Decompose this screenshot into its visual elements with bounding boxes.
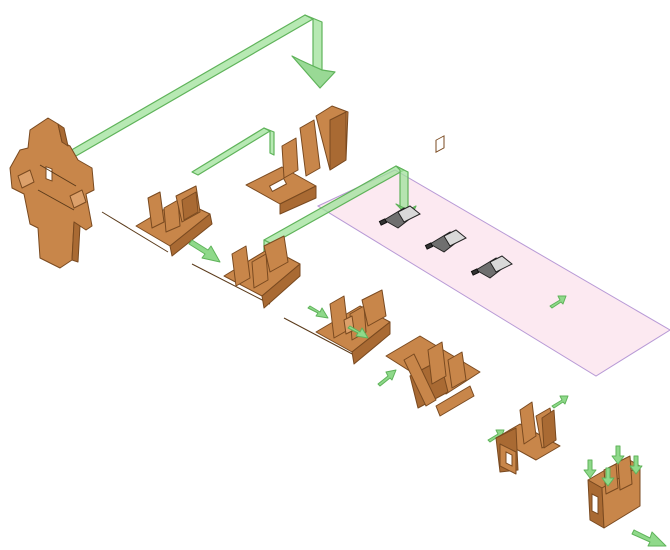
folded-part-5 bbox=[496, 402, 560, 474]
folded-part-upper bbox=[246, 106, 348, 214]
exit-arrow bbox=[632, 530, 666, 546]
folded-part-2 bbox=[192, 236, 300, 308]
step-arrow-5 bbox=[552, 396, 568, 408]
flow-path-small bbox=[192, 128, 274, 175]
step-arrow-2 bbox=[308, 306, 328, 318]
folded-part-3 bbox=[284, 290, 390, 364]
flow-path-top bbox=[68, 15, 335, 156]
step-arrow-4 bbox=[378, 370, 396, 386]
flat-part bbox=[10, 118, 94, 268]
step-arrow-1 bbox=[189, 240, 220, 262]
